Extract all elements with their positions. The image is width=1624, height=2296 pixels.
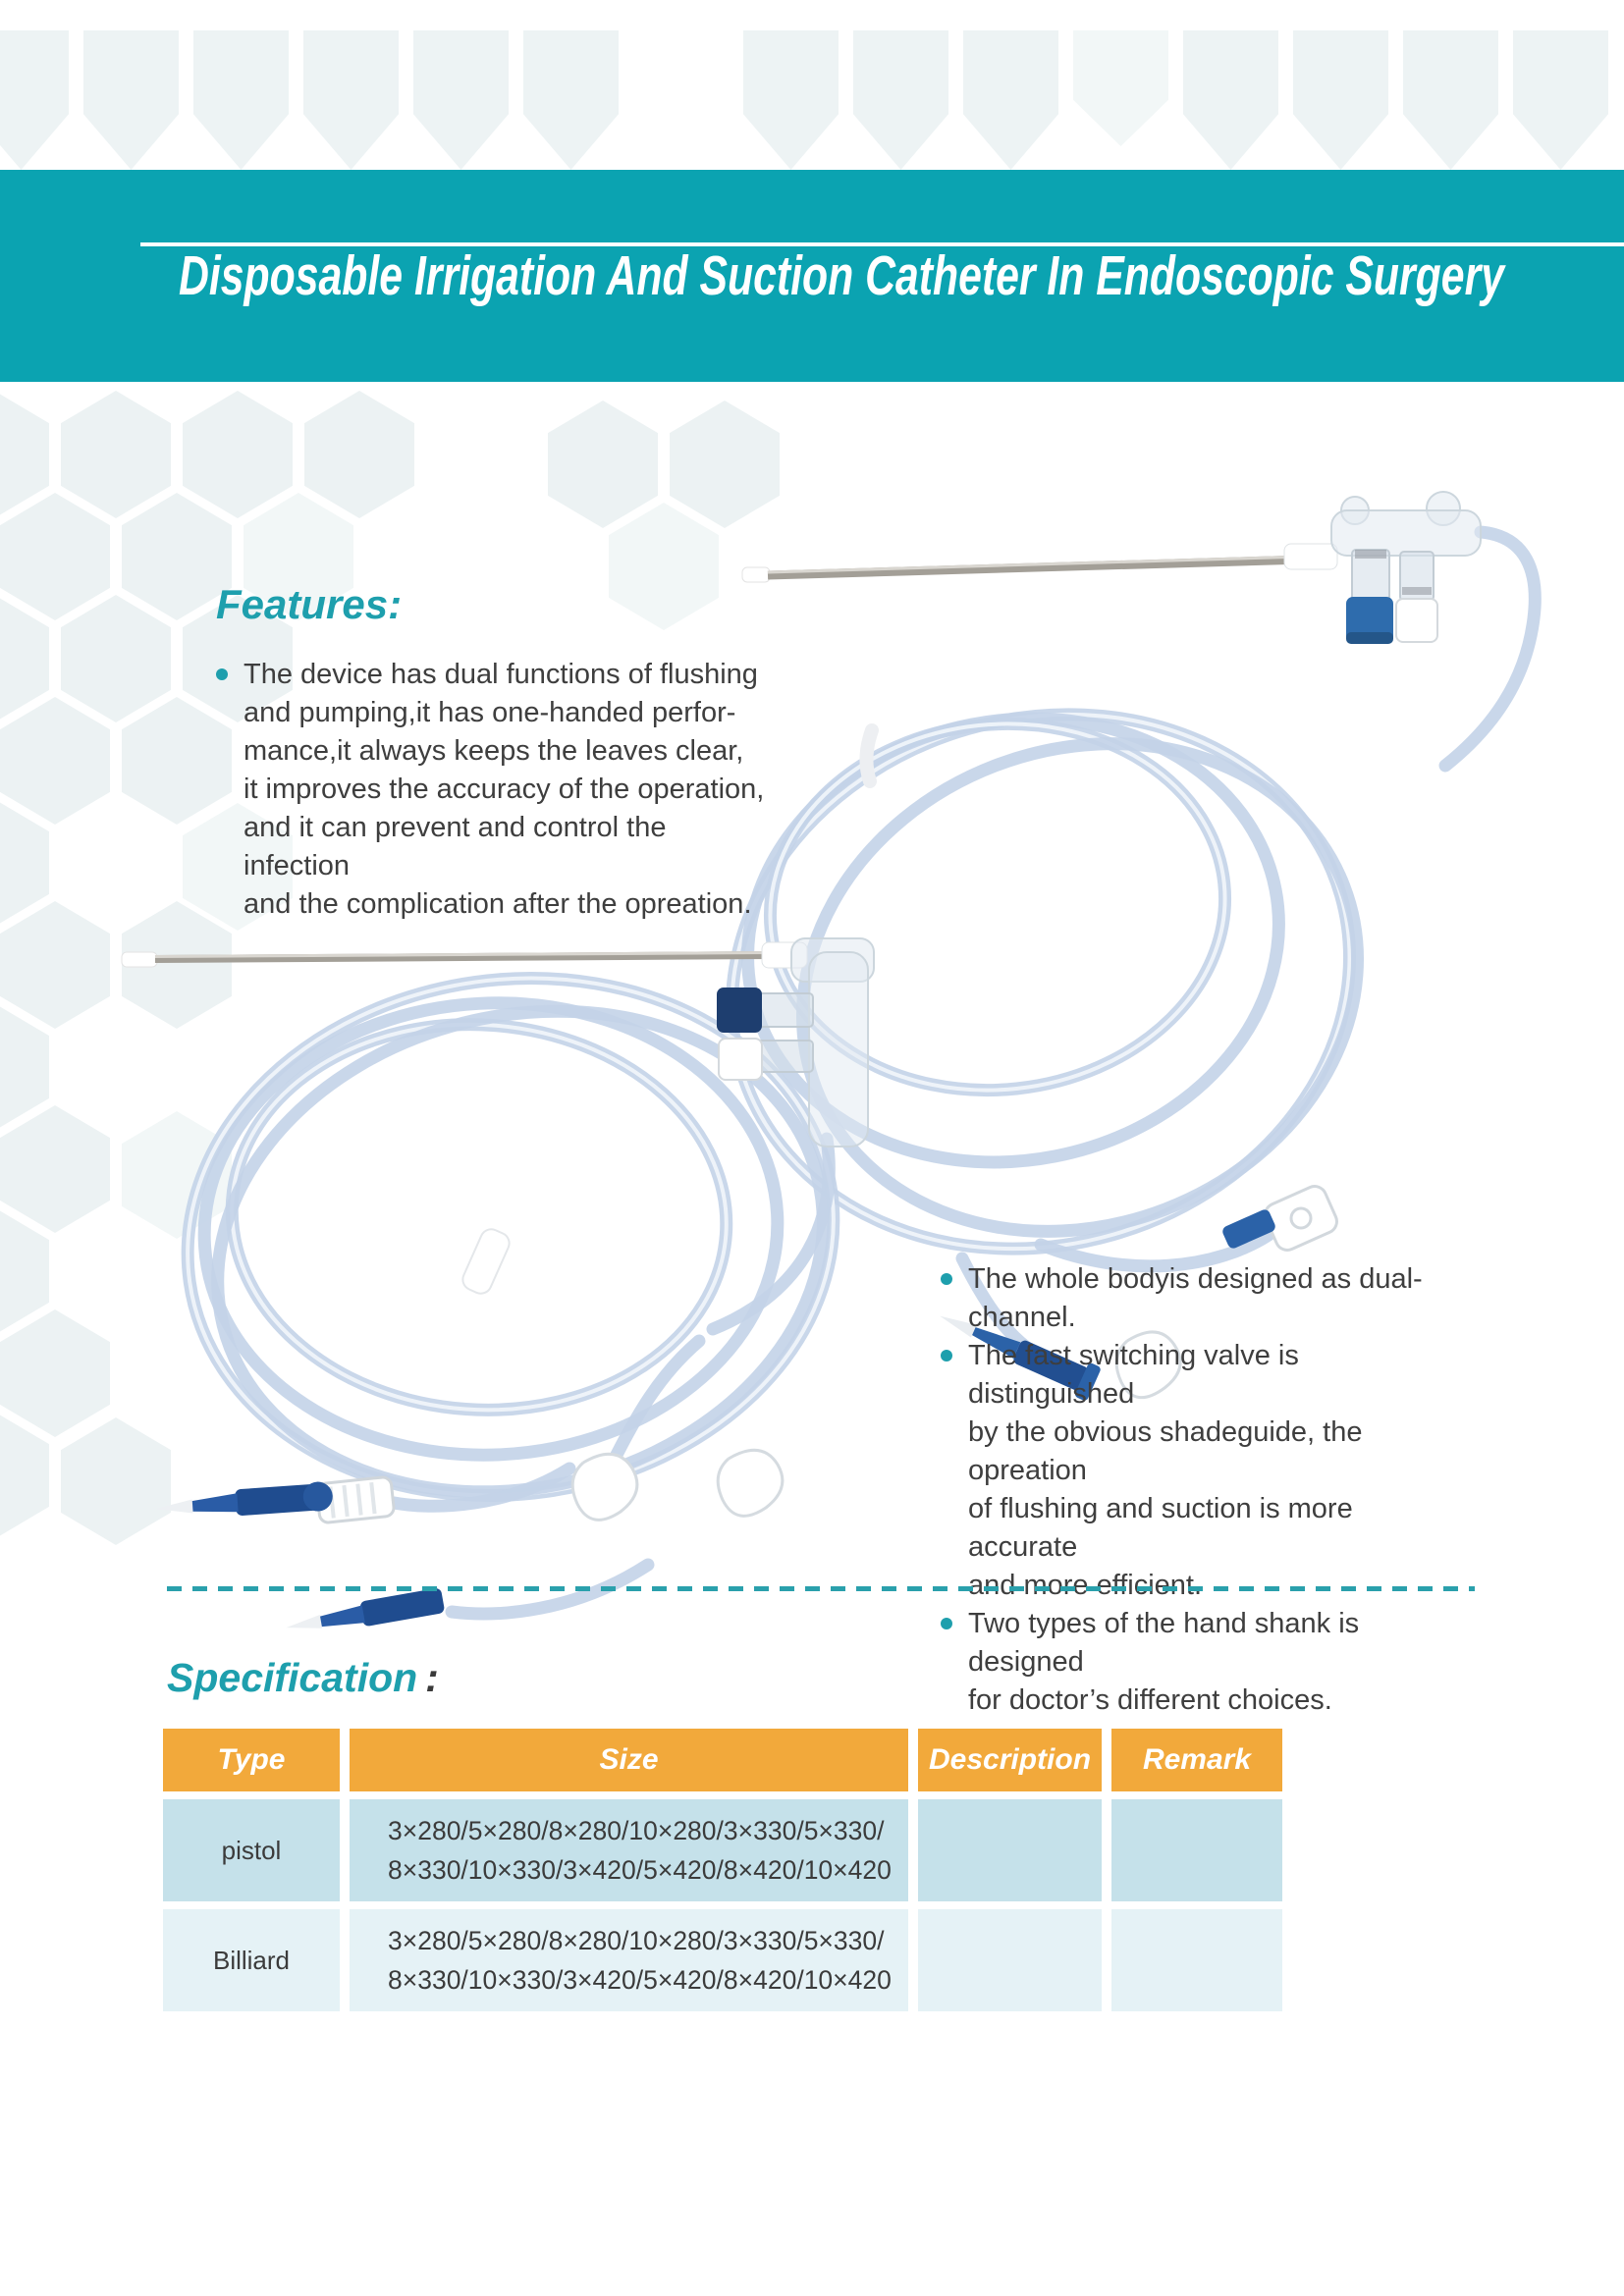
description-cell [918,1909,1102,2011]
page-title: Disposable Irrigation And Suction Cathet… [179,244,1504,307]
hexagon-shape [303,30,399,170]
column-header-size: Size [350,1729,908,1791]
hexagon-shape [193,30,289,170]
hexagon-shape [1183,30,1278,170]
table-row: pistol 3×280/5×280/8×280/10×280/3×330/5×… [163,1799,1282,1901]
connectors [155,1228,785,1629]
feature-text: The fast switching valve is distinguishe… [968,1340,1363,1601]
suction-rod [121,951,777,968]
hexagon-shape [0,1207,49,1335]
hexagon-shape [0,493,110,620]
description-cell [918,1799,1102,1901]
features-left-text: The device has dual functions of flushin… [244,659,765,920]
hexagon-shape [0,1105,110,1233]
type-cell: pistol [163,1799,340,1901]
column-header-type: Type [163,1729,340,1791]
specification-heading: Specification: [167,1655,439,1701]
title-underline [140,242,1624,246]
valve-caps [1346,597,1438,644]
size-cell: 3×280/5×280/8×280/10×280/3×330/5×330/ 8×… [350,1799,908,1901]
hexagon-shape [743,30,839,170]
catheter-device-2-illustration [121,937,875,1629]
specification-heading-text: Specification [167,1655,418,1700]
features-left-bullet: The device has dual functions of flushin… [216,656,766,924]
list-item: The whole bodyis designed as dual-channe… [941,1260,1451,1337]
hexagon-shape [0,1412,49,1539]
remark-cell [1111,1799,1282,1901]
bullet-icon [216,668,228,680]
remark-cell [1111,1909,1282,2011]
hexagon-shape [0,1309,110,1437]
type-cell: Billiard [163,1909,340,2011]
size-cell: 3×280/5×280/8×280/10×280/3×330/5×330/ 8×… [350,1909,908,2011]
hexagon-shape [853,30,948,170]
column-header-description: Description [918,1729,1102,1791]
title-band: Disposable Irrigation And Suction Cathet… [0,170,1624,382]
suction-rod [741,555,1307,583]
bullet-icon [941,1618,952,1629]
valve-caps [717,988,763,1081]
list-item: The fast switching valve is distinguishe… [941,1337,1451,1605]
handle-body [1283,491,1482,602]
hexagon-shape [0,595,49,722]
hexagon-shape [548,400,658,528]
table-row: Billiard 3×280/5×280/8×280/10×280/3×330/… [163,1909,1282,2011]
specification-table: Type Size Description Remark pistol 3×28… [163,1729,1282,2011]
hexagon-shape [1293,30,1388,170]
table-header-row: Type Size Description Remark [163,1729,1282,1791]
feature-text: The whole bodyis designed as dual-channe… [968,1263,1423,1333]
hexagon-shape [0,1003,49,1131]
specification-heading-colon: : [425,1655,439,1700]
hexagon-shape [0,799,49,927]
bullet-icon [941,1350,952,1362]
hexagon-shape [413,30,509,170]
hexagon-shape [0,901,110,1029]
hexagon-shape [1513,30,1608,170]
hexagon-shape [523,30,619,170]
hexagon-shape [61,391,171,518]
hexagon-shape [1403,30,1498,170]
connectors [940,1185,1338,1401]
hexagon-shape [0,391,49,518]
hexagon-shape [1073,30,1168,146]
hexagon-shape [963,30,1058,170]
bullet-icon [941,1273,952,1285]
hexagon-shape [0,697,110,825]
features-right-list: The whole bodyis designed as dual-channe… [941,1260,1451,1720]
hexagon-shape [183,391,293,518]
hexagon-shape [83,30,179,170]
product-photo-bottom [98,913,923,1659]
feature-text: Two types of the hand shank is designed … [968,1608,1360,1716]
list-item: Two types of the hand shank is designed … [941,1605,1451,1720]
dashed-divider [167,1586,1475,1591]
hexagon-shape [0,30,69,170]
hexagon-shape [61,595,171,722]
column-header-remark: Remark [1111,1729,1282,1791]
handle-body [753,937,875,1148]
features-heading: Features: [216,581,403,627]
hexagon-shape [304,391,414,518]
